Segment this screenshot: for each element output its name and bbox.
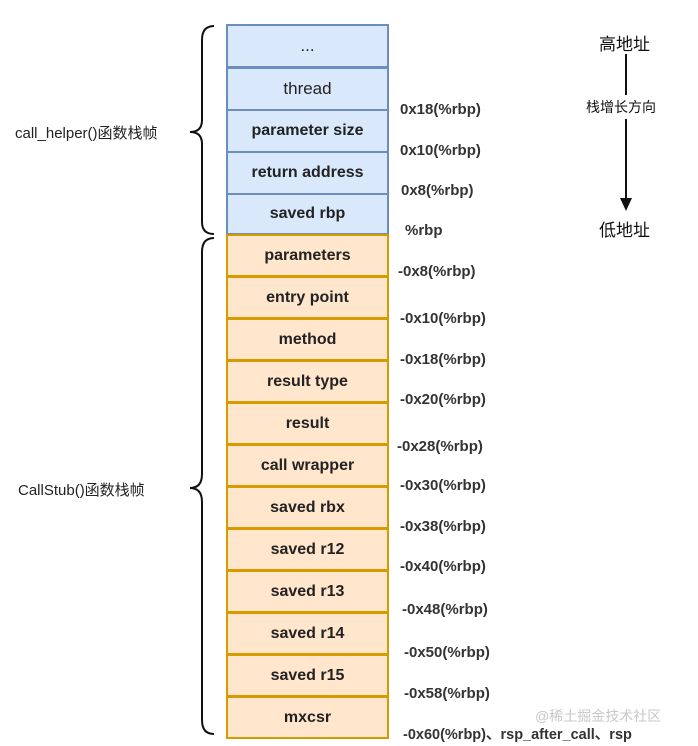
stack-cell-result: result: [226, 402, 389, 445]
offset-label: -0x10(%rbp): [400, 310, 486, 327]
offset-label: -0x20(%rbp): [400, 391, 486, 408]
offset-label-last: -0x60(%rbp)、rsp_after_call、rsp: [403, 727, 632, 743]
offset-label: %rbp: [405, 222, 443, 239]
offset-label: -0x8(%rbp): [398, 263, 476, 280]
high-address-label: 高地址: [599, 35, 650, 54]
growth-arrow-head: [620, 198, 632, 211]
stack-cell-mxcsr: mxcsr: [226, 696, 389, 739]
offset-label: -0x30(%rbp): [400, 477, 486, 494]
stack-cell-saved-rbx: saved rbx: [226, 486, 389, 529]
stack-cell-parameter-size: parameter size: [226, 109, 389, 153]
offset-label: 0x10(%rbp): [400, 142, 481, 159]
offset-label: -0x38(%rbp): [400, 518, 486, 535]
offset-label: -0x40(%rbp): [400, 558, 486, 575]
growth-direction-label: 栈增长方向: [586, 95, 656, 119]
offset-label: 0x18(%rbp): [400, 101, 481, 118]
lower-frame-brace: [189, 237, 215, 735]
stack-cell-ellipsis: ...: [226, 24, 389, 68]
offset-label: -0x18(%rbp): [400, 351, 486, 368]
offset-label: 0x8(%rbp): [401, 182, 474, 199]
stack-cell-saved-r15: saved r15: [226, 654, 389, 697]
watermark: @稀土掘金技术社区: [535, 708, 662, 724]
call-helper-frame-label: call_helper()函数栈帧: [15, 125, 158, 142]
offset-label: -0x58(%rbp): [404, 685, 490, 702]
offset-label: -0x28(%rbp): [397, 438, 483, 455]
offset-label: -0x50(%rbp): [404, 644, 490, 661]
low-address-label: 低地址: [599, 221, 650, 240]
offset-label: -0x48(%rbp): [402, 601, 488, 618]
upper-frame-brace: [189, 25, 215, 235]
stack-cell-saved-r12: saved r12: [226, 528, 389, 571]
stack-cell-entry-point: entry point: [226, 276, 389, 319]
stack-cell-saved-rbp: saved rbp: [226, 193, 389, 235]
stack-cell-parameters: parameters: [226, 234, 389, 277]
callstub-frame-label: CallStub()函数栈帧: [18, 482, 145, 499]
stack-cell-saved-r14: saved r14: [226, 612, 389, 655]
